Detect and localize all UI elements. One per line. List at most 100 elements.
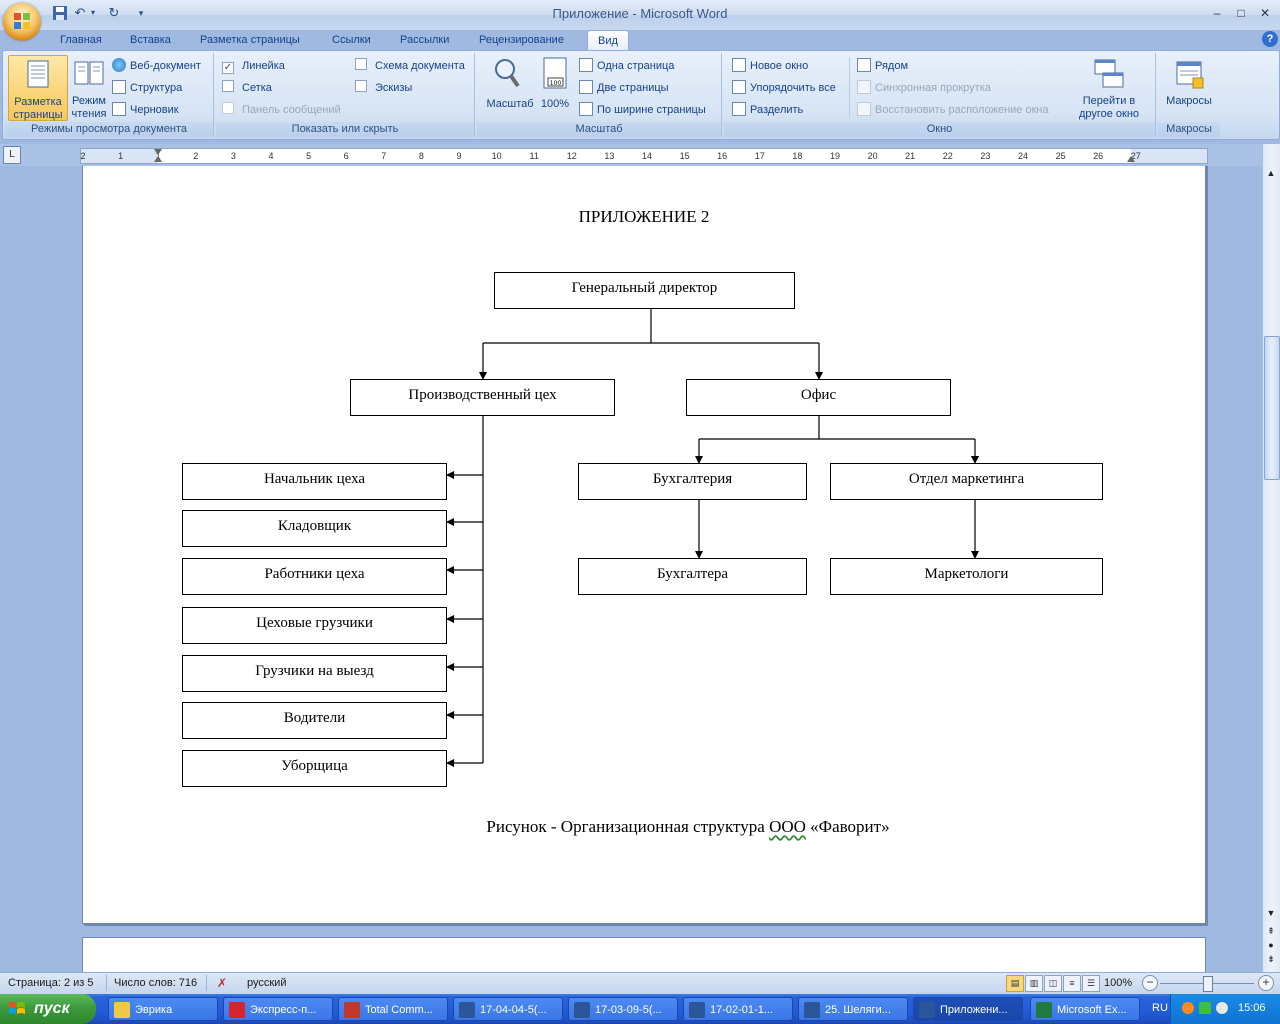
ruler-right-margin [1131,149,1207,163]
minimize-button[interactable]: – [1213,6,1221,20]
doc-map-checkbox[interactable]: Схема документа [355,56,465,76]
document-area[interactable]: ПРИЛОЖЕНИЕ 2 [0,166,1262,972]
print-layout-icon [27,60,49,88]
figure-caption: Рисунок - Организационная структура ООО … [83,817,1262,837]
group-show-hide: ✓Линейка Сетка Панель сообщений Схема до… [216,53,475,137]
first-line-indent-marker[interactable] [154,149,162,155]
tray-security-icon[interactable] [1216,1002,1228,1014]
zoom-slider-thumb[interactable] [1203,976,1213,992]
taskbar-item[interactable]: 17-04-04-5(... [453,997,563,1021]
zoom-button[interactable]: Масштаб [481,55,534,119]
scroll-up-icon[interactable]: ▲ [1266,168,1276,178]
page-count[interactable]: Страница: 2 из 5 [8,977,94,989]
view-outline-icon[interactable]: ≡ [1063,975,1081,992]
new-window-button[interactable]: Новое окно [732,56,808,76]
page[interactable]: ПРИЛОЖЕНИЕ 2 [82,166,1206,924]
gridlines-checkbox[interactable]: Сетка [222,78,272,98]
outline-button[interactable]: Структура [112,78,182,98]
group-macros: Макросы Макросы [1158,53,1220,137]
tab-review[interactable]: Рецензирование [479,34,564,46]
start-button[interactable]: пуск [0,994,96,1024]
customize-qat-icon[interactable]: ▾ [138,8,144,18]
caption-company-type: ООО [769,817,806,836]
ruler-checkbox[interactable]: ✓Линейка [222,56,285,76]
zoom-out-icon[interactable]: − [1142,975,1158,991]
close-button[interactable]: ✕ [1259,6,1271,20]
taskbar-item[interactable]: Эврика [108,997,218,1021]
redo-icon[interactable]: ↻ [108,5,120,20]
word-count[interactable]: Число слов: 716 [114,977,198,989]
language-indicator[interactable]: русский [247,977,287,989]
zoom-level[interactable]: 100% [1104,977,1133,989]
tab-page-layout[interactable]: Разметка страницы [200,34,300,46]
taskbar-item[interactable]: Microsoft Ex... [1030,997,1140,1021]
tab-home[interactable]: Главная [60,34,102,46]
clock[interactable]: 15:06 [1238,1002,1266,1014]
tab-insert[interactable]: Вставка [130,34,171,46]
scroll-down-icon[interactable]: ▼ [1266,908,1276,918]
taskbar-item[interactable]: 17-03-09-5(... [568,997,678,1021]
tab-view[interactable]: Вид [587,30,629,51]
web-layout-button[interactable]: Веб-документ [112,56,201,76]
view-draft-icon[interactable]: ☰ [1082,975,1100,992]
two-pages-button[interactable]: Две страницы [579,78,669,98]
thumbnails-checkbox[interactable]: Эскизы [355,78,412,98]
vertical-scrollbar[interactable] [1262,144,1280,972]
arrange-all-button[interactable]: Упорядочить все [732,78,836,98]
taskbar-item[interactable]: 25. Шеляги... [798,997,908,1021]
taskbar-item[interactable]: Приложени... [913,997,1023,1021]
reading-label-2: чтения [71,108,107,120]
right-indent-marker[interactable] [1127,156,1135,162]
tab-references[interactable]: Ссылки [332,34,371,46]
next-page[interactable] [82,937,1206,972]
ruler-number: 10 [491,151,502,161]
draft-button[interactable]: Черновик [112,100,179,120]
select-browse-object-icon[interactable]: ● [1268,940,1274,950]
hanging-indent-marker[interactable] [154,156,162,162]
undo-icon[interactable]: ↶ [74,5,86,20]
prev-page-icon[interactable]: ⇞ [1267,926,1275,936]
zoom-in-icon[interactable]: + [1258,975,1274,991]
taskbar-app-icon [114,1002,130,1018]
switch-windows-label-2: другое окно [1078,108,1140,120]
window-title: Приложение - Microsoft Word [552,6,728,21]
ruler-number: 3 [230,151,236,161]
undo-dropdown-icon[interactable]: ▾ [90,8,95,17]
save-icon[interactable] [52,5,68,21]
switch-windows-icon [1094,59,1124,88]
zoom-100-button[interactable]: 100 100% [535,55,575,119]
taskbar-item-label: Приложени... [940,1004,1008,1016]
side-by-side-button[interactable]: Рядом [857,56,908,76]
taskbar-item-label: Экспресс-п... [250,1004,317,1016]
office-button[interactable] [3,3,41,41]
next-page-icon[interactable]: ⇟ [1267,954,1275,964]
ruler-number: 22 [942,151,953,161]
view-print-layout-icon[interactable]: ▤ [1006,975,1024,992]
macros-button[interactable]: Макросы [1160,55,1218,119]
reset-position-button: Восстановить расположение окна [857,100,1049,120]
sync-scroll-button: Синхронная прокрутка [857,78,991,98]
scrollbar-thumb[interactable] [1264,336,1280,480]
switch-windows-button[interactable]: Перейти в другое окно [1069,55,1149,120]
input-language[interactable]: RU [1152,1002,1168,1014]
one-page-button[interactable]: Одна страница [579,56,674,76]
tray-app-icon[interactable] [1182,1002,1194,1014]
view-web-icon[interactable]: ◫ [1044,975,1062,992]
tray-network-icon[interactable] [1199,1002,1211,1014]
page-width-button[interactable]: По ширине страницы [579,100,706,120]
print-layout-button[interactable]: Разметка страницы [8,55,68,121]
tab-selector[interactable]: L [3,146,21,164]
taskbar-item[interactable]: 17-02-01-1... [683,997,793,1021]
spelling-check-icon[interactable]: ✗ [216,976,228,990]
ruler-number: 9 [456,151,462,161]
ruler-number: 16 [717,151,728,161]
tab-mailings[interactable]: Рассылки [400,34,450,46]
taskbar-item[interactable]: Total Comm... [338,997,448,1021]
split-button[interactable]: Разделить [732,100,803,120]
help-icon[interactable]: ? [1262,31,1278,47]
full-screen-reading-button[interactable]: Режим чтения [68,55,110,120]
view-reading-icon[interactable]: ▥ [1025,975,1043,992]
maximize-button[interactable]: □ [1237,6,1245,20]
taskbar-item[interactable]: Экспресс-п... [223,997,333,1021]
